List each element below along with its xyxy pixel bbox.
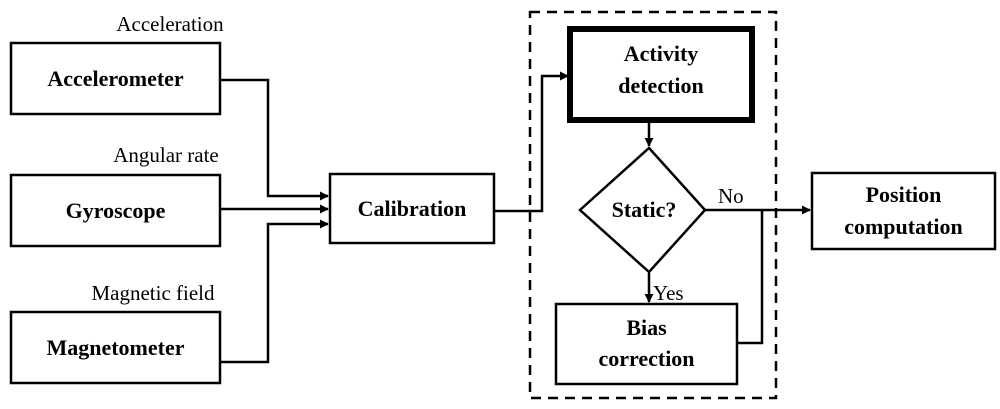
gyroscope-label: Gyroscope bbox=[66, 198, 166, 223]
calibration-to-activity-connector bbox=[494, 71, 569, 213]
magnetometer-label: Magnetometer bbox=[46, 335, 184, 360]
calibration-label: Calibration bbox=[358, 196, 467, 221]
static-decision-label: Static? bbox=[612, 197, 677, 222]
position-computation-label-line1: Position bbox=[866, 182, 942, 207]
magnetometer-block: Magnetometer bbox=[9, 310, 222, 385]
magnetic-field-signal-label: Magnetic field bbox=[91, 281, 215, 305]
position-computation-block: Position computation bbox=[810, 171, 997, 251]
no-branch-label: No bbox=[718, 184, 744, 208]
calibration-block: Calibration bbox=[328, 172, 496, 245]
position-computation-label-line2: computation bbox=[844, 214, 963, 239]
angular-rate-signal-label: Angular rate bbox=[113, 143, 219, 167]
static-decision-diamond: Static? bbox=[578, 146, 707, 274]
gyroscope-block: Gyroscope bbox=[9, 173, 222, 248]
yes-branch-label: Yes bbox=[653, 281, 684, 305]
bias-correction-label-line2: correction bbox=[598, 346, 694, 371]
bias-correction-block: Bias correction bbox=[554, 302, 739, 386]
bias-correction-label-line1: Bias bbox=[626, 315, 667, 340]
acceleration-signal-label: Acceleration bbox=[116, 12, 224, 36]
activity-detection-block: Activity detection bbox=[567, 26, 755, 123]
accelerometer-to-calibration-connector bbox=[220, 78, 329, 201]
activity-detection-label-line2: detection bbox=[618, 73, 704, 98]
bias-to-no-path-connector bbox=[737, 210, 764, 345]
accelerometer-label: Accelerometer bbox=[47, 66, 184, 91]
magnetometer-to-calibration-connector bbox=[220, 219, 329, 364]
processing-region-dashed-box bbox=[528, 10, 778, 400]
activity-detection-label-line1: Activity bbox=[624, 41, 699, 66]
accelerometer-block: Accelerometer bbox=[9, 41, 222, 116]
